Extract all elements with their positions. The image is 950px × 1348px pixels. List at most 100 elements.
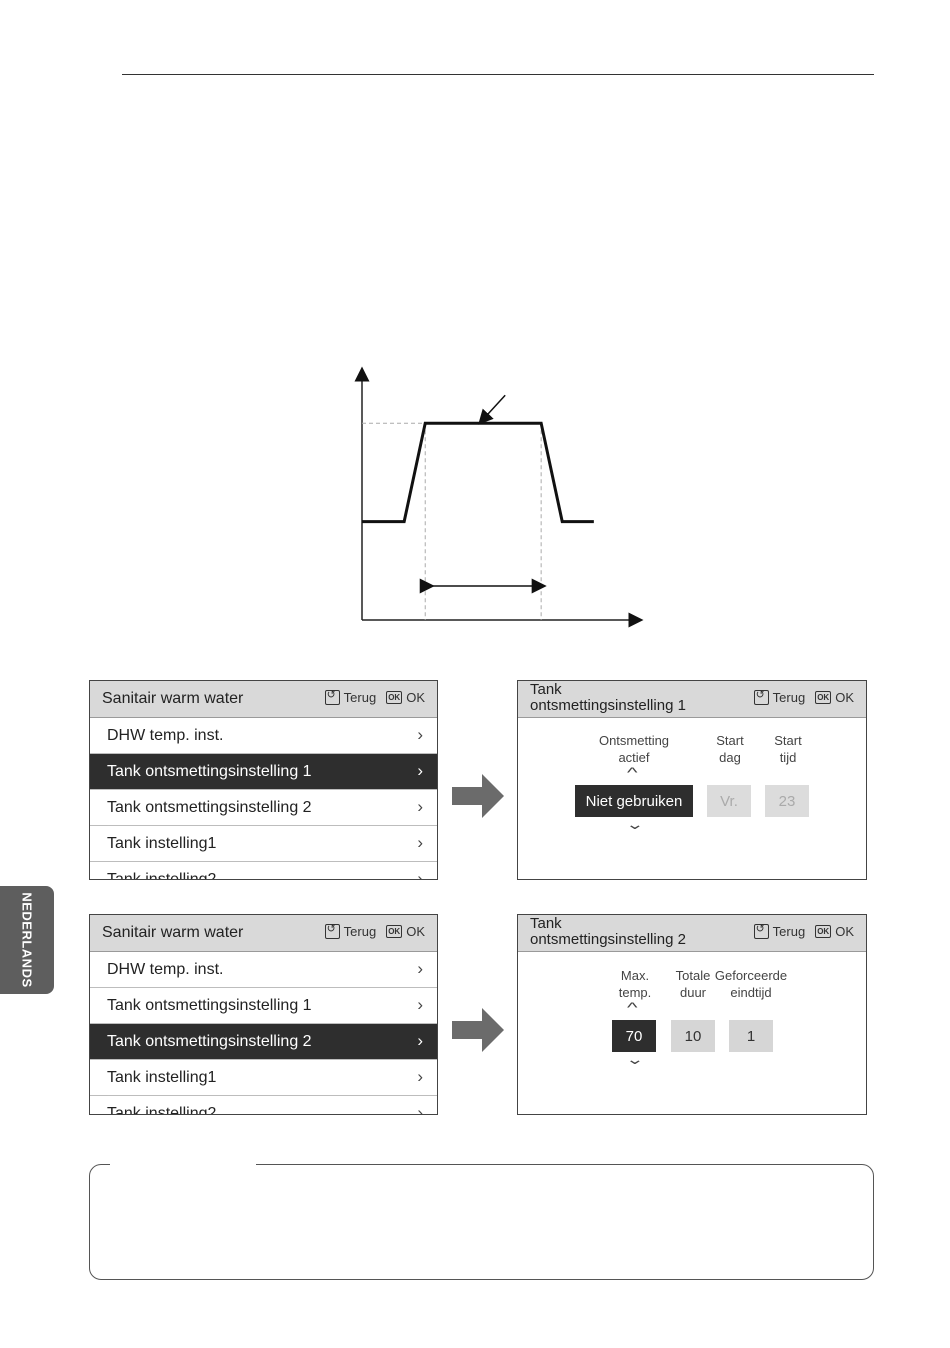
chevron-right-icon: › — [417, 797, 423, 816]
arrow-right-icon — [452, 1008, 504, 1052]
max-temp-value[interactable]: 70 — [612, 1020, 656, 1052]
ok-label[interactable]: OK — [406, 690, 425, 705]
chevron-right-icon: › — [417, 833, 423, 852]
back-icon[interactable] — [753, 688, 769, 705]
setting-panel-1: Tank ontsmettingsinstelling 1 Terug OK O… — [517, 680, 867, 880]
label-line: Totale — [675, 968, 711, 983]
note-box-title-gap — [110, 1160, 256, 1168]
arrow-right-icon — [452, 774, 504, 818]
chevron-down-icon[interactable]: ⌄ — [625, 1051, 645, 1067]
ok-label[interactable]: OK — [835, 690, 854, 705]
back-icon[interactable] — [324, 922, 340, 939]
chevron-up-icon[interactable]: ^ — [627, 999, 638, 1015]
menu-panel-2: Sanitair warm water Terug OK OK DHW temp… — [89, 914, 438, 1115]
column-label-forced-end-time: Geforceerde eindtijd — [713, 967, 789, 1001]
label-line: Max. — [620, 968, 650, 983]
note-box — [89, 1164, 874, 1280]
chevron-right-icon: › — [417, 959, 423, 978]
menu-item-tank-setting-2[interactable]: Tank instelling2 › — [90, 862, 437, 880]
label-line: Start — [716, 733, 744, 748]
menu-item-tank-disinfection-2[interactable]: Tank ontsmettingsinstelling 2 › — [90, 790, 437, 826]
ok-icon[interactable]: OK — [386, 925, 403, 938]
forced-end-time-value[interactable]: 1 — [729, 1020, 773, 1052]
chevron-right-icon: › — [417, 1031, 423, 1050]
menu-item-label: Tank ontsmettingsinstelling 1 — [107, 763, 312, 780]
label-line: tijd — [779, 750, 797, 765]
label-line: temp. — [618, 985, 652, 1000]
menu-item-label: Tank instelling1 — [107, 835, 217, 852]
chevron-right-icon: › — [417, 761, 423, 780]
back-label[interactable]: Terug — [772, 924, 806, 939]
column-label-start-day: Start dag — [700, 732, 760, 766]
chevron-up-icon[interactable]: ^ — [627, 764, 638, 780]
back-label[interactable]: Terug — [772, 690, 806, 705]
menu-item-tank-setting-1[interactable]: Tank instelling1 › — [90, 1060, 437, 1096]
menu-item-label: Tank instelling2 — [107, 1105, 217, 1115]
panel-title: Tank ontsmettingsinstelling 1 — [530, 682, 686, 714]
ok-label[interactable]: OK — [406, 924, 425, 939]
language-side-tab: NEDERLANDS — [0, 886, 54, 994]
column-label-total-duration: Totale duur — [664, 967, 722, 1001]
menu-item-dhw-temp[interactable]: DHW temp. inst. › — [90, 952, 437, 988]
label-line: eindtijd — [730, 985, 772, 1000]
chevron-down-icon[interactable]: ⌄ — [625, 816, 645, 832]
back-label[interactable]: Terug — [343, 924, 377, 939]
chevron-right-icon: › — [417, 1067, 423, 1086]
column-label-start-time: Start tijd — [758, 732, 818, 766]
back-label[interactable]: Terug — [343, 690, 377, 705]
menu-panel-1: Sanitair warm water Terug OK OK DHW temp… — [89, 680, 438, 880]
start-day-value[interactable]: Vr. — [707, 785, 751, 817]
chevron-right-icon: › — [417, 995, 423, 1014]
chevron-right-icon: › — [417, 725, 423, 744]
menu-item-tank-disinfection-1[interactable]: Tank ontsmettingsinstelling 1 › — [90, 988, 437, 1024]
menu-item-tank-setting-1[interactable]: Tank instelling1 › — [90, 826, 437, 862]
column-label-max-temp: Max. temp. — [605, 967, 665, 1001]
ok-icon[interactable]: OK — [815, 925, 832, 938]
label-line: Geforceerde — [714, 968, 788, 983]
panel-header: Tank ontsmettingsinstelling 2 Terug OK O… — [518, 915, 866, 952]
panel-header: Tank ontsmettingsinstelling 1 Terug OK O… — [518, 681, 866, 718]
column-label-disinfection-active: Ontsmetting actief — [584, 732, 684, 766]
chevron-right-icon: › — [417, 869, 423, 880]
menu-item-dhw-temp[interactable]: DHW temp. inst. › — [90, 718, 437, 754]
menu-item-tank-setting-2[interactable]: Tank instelling2 › — [90, 1096, 437, 1115]
chevron-right-icon: › — [417, 1103, 423, 1115]
panel-header: Sanitair warm water Terug OK OK — [90, 681, 437, 718]
label-line: actief — [618, 750, 650, 765]
ok-label[interactable]: OK — [835, 924, 854, 939]
menu-item-tank-disinfection-2[interactable]: Tank ontsmettingsinstelling 2 › — [90, 1024, 437, 1060]
menu-item-label: Tank instelling2 — [107, 871, 217, 880]
menu-item-label: Tank ontsmettingsinstelling 1 — [107, 997, 312, 1014]
language-label: NEDERLANDS — [19, 892, 35, 988]
temperature-line — [362, 421, 594, 524]
total-duration-value[interactable]: 10 — [671, 1020, 715, 1052]
ok-icon[interactable]: OK — [815, 691, 832, 704]
disinfection-active-value[interactable]: Niet gebruiken — [575, 785, 693, 817]
panel-title: Sanitair warm water — [102, 690, 244, 707]
top-rule — [122, 74, 874, 75]
menu-item-label: DHW temp. inst. — [107, 961, 224, 978]
header-actions: Terug OK OK — [753, 688, 854, 705]
back-icon[interactable] — [753, 922, 769, 939]
menu-item-label: Tank ontsmettingsinstelling 2 — [107, 799, 312, 816]
menu-item-tank-disinfection-1[interactable]: Tank ontsmettingsinstelling 1 › — [90, 754, 437, 790]
setting-panel-2: Tank ontsmettingsinstelling 2 Terug OK O… — [517, 914, 867, 1115]
panel-title-line2: ontsmettingsinstelling 1 — [530, 697, 686, 714]
label-line: Start — [774, 733, 802, 748]
menu-item-label: Tank ontsmettingsinstelling 2 — [107, 1033, 312, 1050]
header-actions: Terug OK OK — [324, 922, 425, 939]
label-line: dag — [719, 750, 741, 765]
ok-icon[interactable]: OK — [386, 691, 403, 704]
max-temp-pointer-arrow — [478, 394, 506, 425]
start-time-value[interactable]: 23 — [765, 785, 809, 817]
panel-title: Tank ontsmettingsinstelling 2 — [530, 916, 686, 948]
panel-title: Sanitair warm water — [102, 924, 244, 941]
header-actions: Terug OK OK — [324, 688, 425, 705]
back-icon[interactable] — [324, 688, 340, 705]
panel-title-line2: ontsmettingsinstelling 2 — [530, 931, 686, 948]
menu-item-label: DHW temp. inst. — [107, 727, 224, 744]
label-line: duur — [679, 985, 707, 1000]
menu-item-label: Tank instelling1 — [107, 1069, 217, 1086]
panel-title-line1: Tank — [530, 915, 562, 932]
panel-header: Sanitair warm water Terug OK OK — [90, 915, 437, 952]
